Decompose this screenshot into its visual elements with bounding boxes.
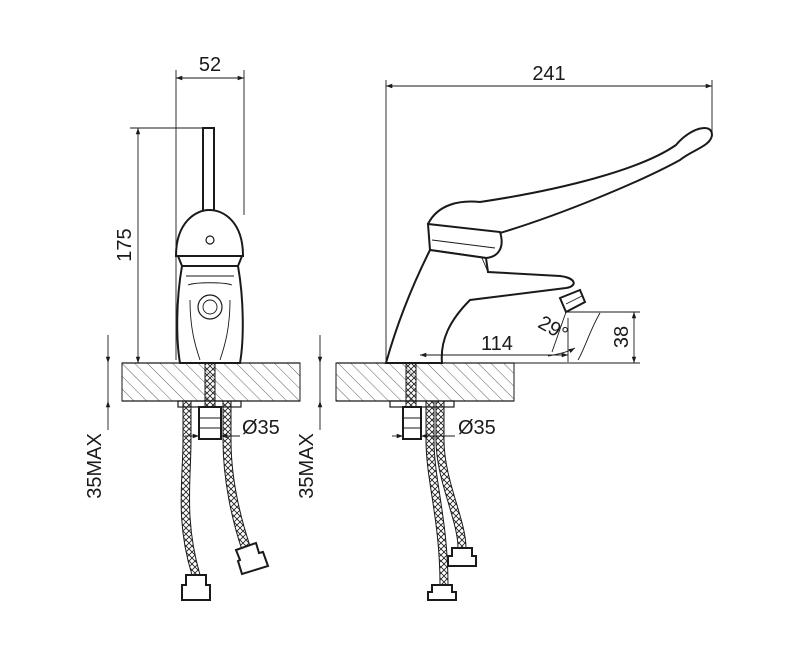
side-height-label: 38 xyxy=(611,326,633,348)
side-lever xyxy=(426,126,714,241)
front-max-thickness-label: 35MAX xyxy=(84,433,106,499)
front-nut xyxy=(198,406,222,440)
front-height-label: 175 xyxy=(114,228,136,261)
front-cap-screw xyxy=(205,235,215,245)
front-thread-dia-label: Ø35 xyxy=(242,417,280,439)
front-aerator xyxy=(197,294,223,320)
front-width-label: 52 xyxy=(199,54,221,76)
side-max-thickness-label: 35MAX xyxy=(296,433,318,499)
side-angle-label: 29° xyxy=(534,312,571,346)
side-body xyxy=(384,248,575,364)
front-body xyxy=(176,265,244,364)
front-lever xyxy=(202,127,215,213)
front-hose-left xyxy=(180,400,201,576)
side-reach-label: 114 xyxy=(481,333,513,355)
front-cap xyxy=(174,208,245,257)
side-nut xyxy=(402,406,422,440)
side-countertop xyxy=(335,362,515,402)
side-thread-dia-label: Ø35 xyxy=(458,417,496,439)
side-view: 241 114 29° 38 35MAX Ø35 xyxy=(296,63,714,601)
front-view: 52 175 35MAX Ø35 xyxy=(84,54,301,601)
side-length-label: 241 xyxy=(532,63,565,85)
